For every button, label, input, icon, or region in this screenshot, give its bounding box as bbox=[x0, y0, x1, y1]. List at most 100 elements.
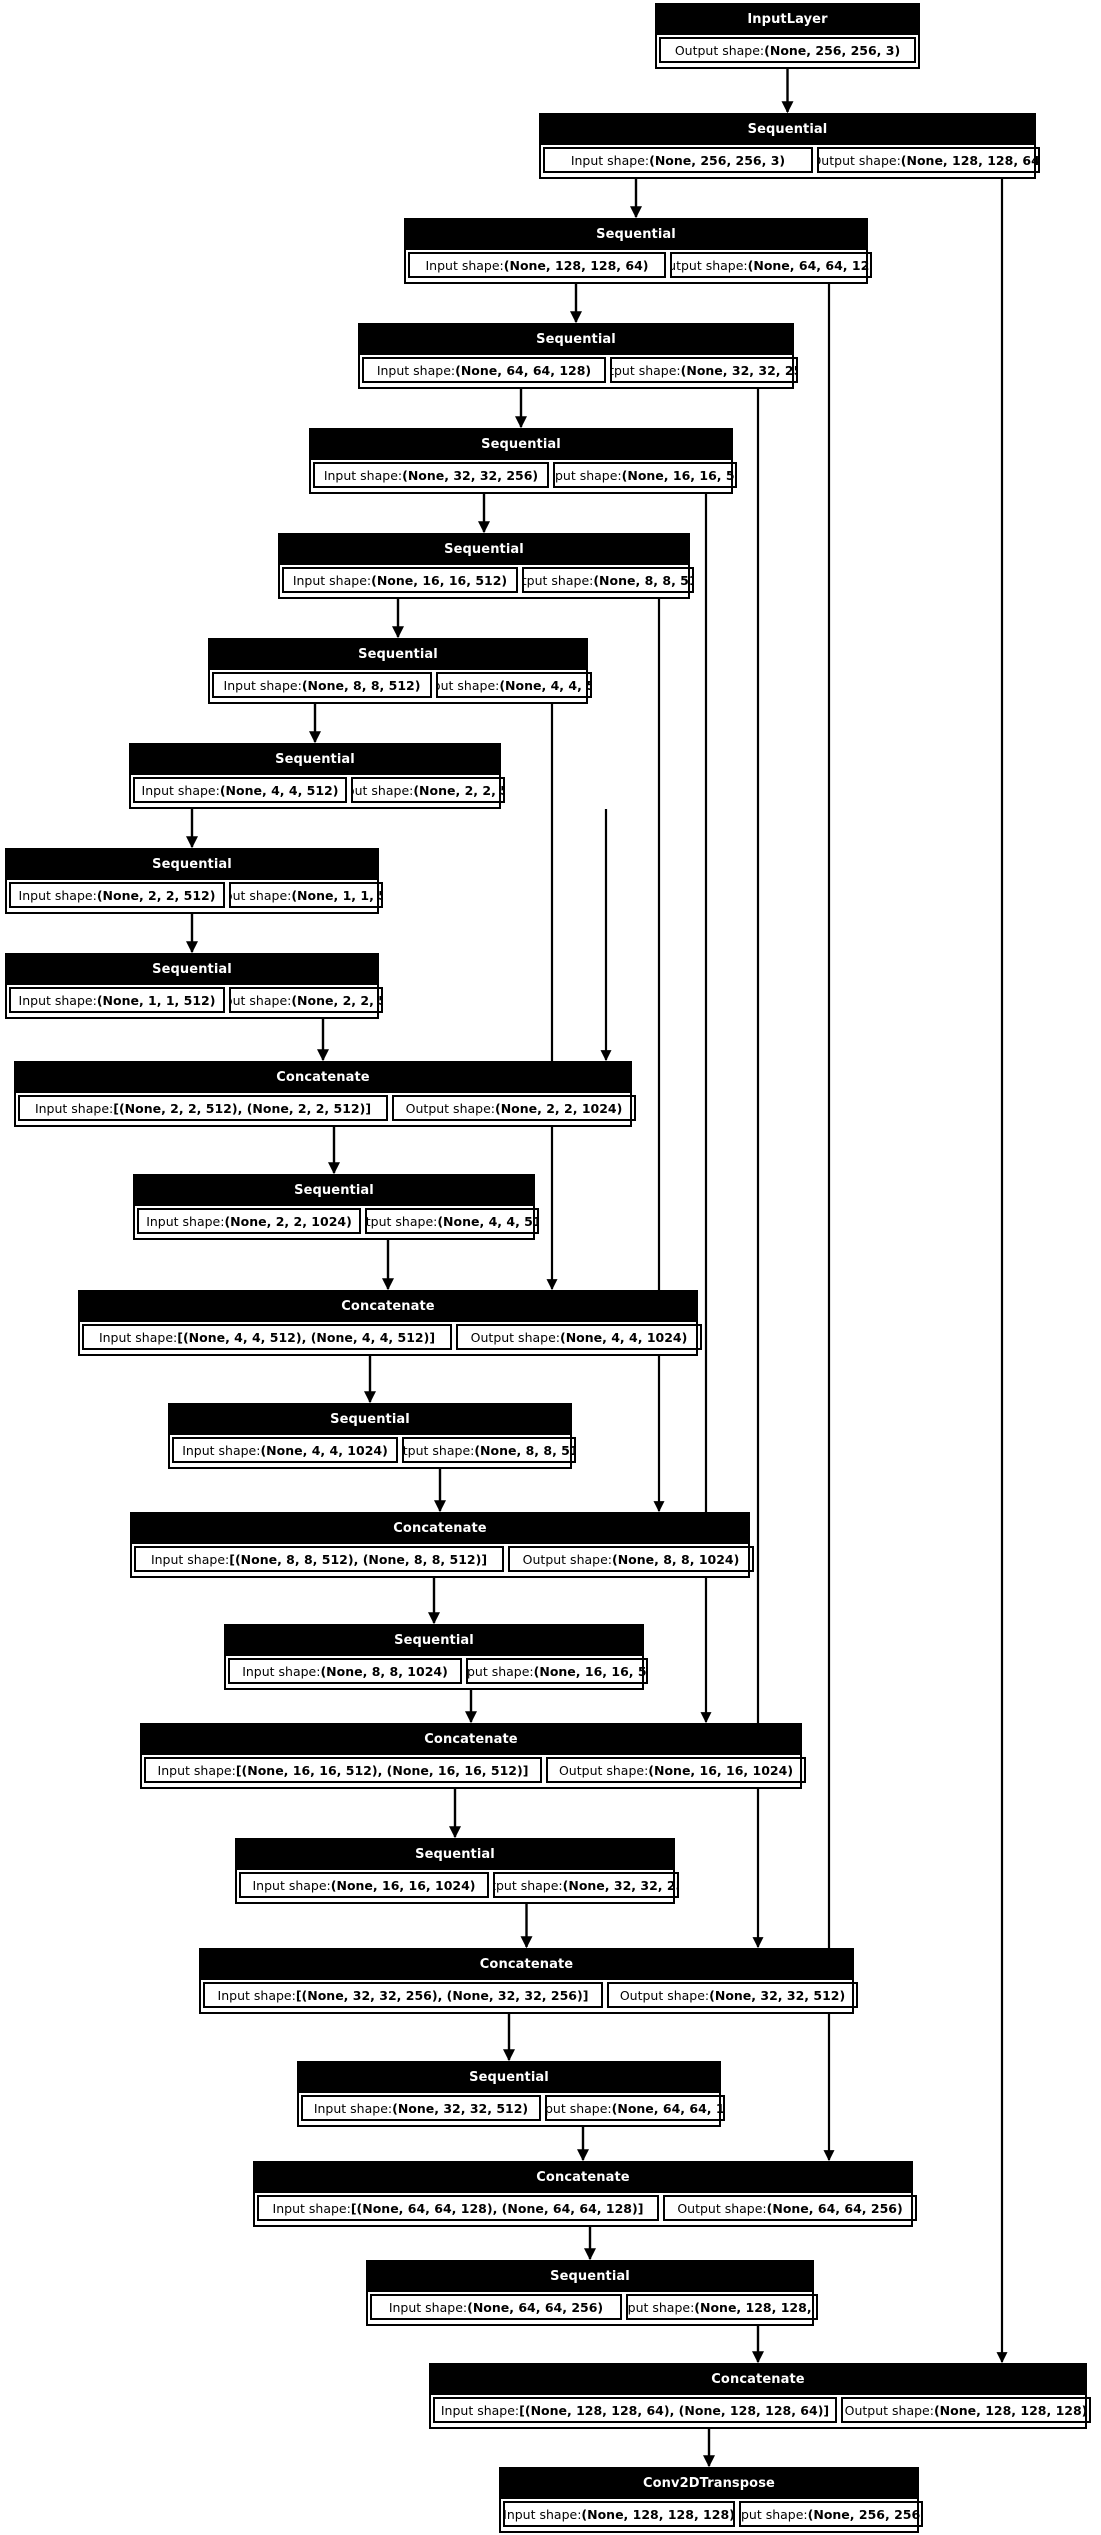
input-shape-cell: Input shape: (None, 2, 2, 512) bbox=[9, 882, 225, 908]
output-shape-cell: Output shape: (None, 32, 32, 256) bbox=[493, 1872, 679, 1898]
node-shape-row: Input shape: (None, 128, 128, 128)Output… bbox=[501, 2499, 923, 2529]
output-shape-cell: Output shape: (None, 64, 64, 128) bbox=[670, 252, 872, 278]
node-title: Sequential bbox=[226, 1626, 642, 1656]
node-shape-row: Output shape: (None, 256, 256, 3) bbox=[657, 35, 918, 65]
input-shape-cell: Input shape: (None, 8, 8, 1024) bbox=[228, 1658, 462, 1684]
output-shape-cell: Output shape: (None, 16, 16, 512) bbox=[466, 1658, 648, 1684]
node-title: Sequential bbox=[210, 640, 586, 670]
node-title: Sequential bbox=[368, 2262, 812, 2292]
node-title: Sequential bbox=[541, 115, 1034, 145]
output-shape-cell: Output shape: (None, 64, 64, 128) bbox=[545, 2095, 725, 2121]
output-shape-cell: Output shape: (None, 8, 8, 512) bbox=[522, 567, 694, 593]
output-shape-cell: Output shape: (None, 2, 2, 512) bbox=[229, 987, 383, 1013]
node-title: InputLayer bbox=[657, 5, 918, 35]
node-title: Concatenate bbox=[132, 1514, 748, 1544]
input-shape-cell: Input shape: (None, 32, 32, 512) bbox=[301, 2095, 541, 2121]
node-shape-row: Input shape: [(None, 128, 128, 64), (Non… bbox=[431, 2395, 1091, 2425]
input-shape-cell: Input shape: [(None, 4, 4, 512), (None, … bbox=[82, 1324, 452, 1350]
node-shape-row: Input shape: (None, 4, 4, 1024)Output sh… bbox=[170, 1435, 576, 1465]
node-shape-row: Input shape: (None, 16, 16, 1024)Output … bbox=[237, 1870, 679, 1900]
output-shape-cell: Output shape: (None, 256, 256, 3) bbox=[739, 2501, 923, 2527]
node-shape-row: Input shape: (None, 32, 32, 512)Output s… bbox=[299, 2093, 725, 2123]
node-title: Sequential bbox=[7, 850, 377, 880]
node-shape-row: Input shape: (None, 128, 128, 64)Output … bbox=[406, 250, 872, 280]
node-shape-row: Input shape: (None, 2, 2, 512)Output sha… bbox=[7, 880, 383, 910]
node-title: Concatenate bbox=[80, 1292, 696, 1322]
output-shape-cell: Output shape: (None, 4, 4, 512) bbox=[365, 1208, 539, 1234]
node-shape-row: Input shape: [(None, 64, 64, 128), (None… bbox=[255, 2193, 917, 2223]
output-shape-cell: Output shape: (None, 32, 32, 512) bbox=[607, 1982, 858, 2008]
node-title: Sequential bbox=[311, 430, 731, 460]
node-title: Sequential bbox=[135, 1176, 533, 1206]
output-shape-cell: Output shape: (None, 2, 2, 1024) bbox=[392, 1095, 636, 1121]
input-shape-cell: Input shape: [(None, 128, 128, 64), (Non… bbox=[433, 2397, 837, 2423]
node-shape-row: Input shape: [(None, 32, 32, 256), (None… bbox=[201, 1980, 858, 2010]
node-shape-row: Input shape: [(None, 8, 8, 512), (None, … bbox=[132, 1544, 754, 1574]
node-title: Concatenate bbox=[16, 1063, 630, 1093]
input-shape-cell: Input shape: (None, 64, 64, 256) bbox=[370, 2294, 622, 2320]
output-shape-cell: Output shape: (None, 8, 8, 512) bbox=[402, 1437, 576, 1463]
output-shape-cell: Output shape: (None, 128, 128, 64) bbox=[817, 147, 1040, 173]
edge-group bbox=[186, 69, 1008, 2468]
node-title: Concatenate bbox=[201, 1950, 852, 1980]
node-shape-row: Input shape: (None, 256, 256, 3)Output s… bbox=[541, 145, 1040, 175]
output-shape-cell: Output shape: (None, 16, 16, 512) bbox=[553, 462, 737, 488]
node-title: Concatenate bbox=[142, 1725, 800, 1755]
output-shape-cell: Output shape: (None, 8, 8, 1024) bbox=[508, 1546, 754, 1572]
input-shape-cell: Input shape: [(None, 32, 32, 256), (None… bbox=[203, 1982, 603, 2008]
output-shape-cell: Output shape: (None, 64, 64, 256) bbox=[663, 2195, 917, 2221]
node-shape-row: Input shape: [(None, 16, 16, 512), (None… bbox=[142, 1755, 806, 1785]
node-title: Sequential bbox=[170, 1405, 570, 1435]
node-title: Sequential bbox=[7, 955, 377, 985]
node-shape-row: Input shape: (None, 8, 8, 1024)Output sh… bbox=[226, 1656, 648, 1686]
node-shape-row: Input shape: (None, 8, 8, 512)Output sha… bbox=[210, 670, 592, 700]
input-shape-cell: Input shape: (None, 4, 4, 1024) bbox=[172, 1437, 398, 1463]
input-shape-cell: Input shape: (None, 8, 8, 512) bbox=[212, 672, 432, 698]
output-shape-cell: Output shape: (None, 4, 4, 1024) bbox=[456, 1324, 702, 1350]
output-shape-cell: Output shape: (None, 128, 128, 128) bbox=[841, 2397, 1091, 2423]
output-shape-cell: Output shape: (None, 256, 256, 3) bbox=[659, 37, 916, 63]
input-shape-cell: Input shape: (None, 256, 256, 3) bbox=[543, 147, 813, 173]
output-shape-cell: Output shape: (None, 128, 128, 64) bbox=[626, 2294, 818, 2320]
node-shape-row: Input shape: [(None, 2, 2, 512), (None, … bbox=[16, 1093, 636, 1123]
node-title: Sequential bbox=[360, 325, 792, 355]
input-shape-cell: Input shape: (None, 64, 64, 128) bbox=[362, 357, 606, 383]
node-title: Concatenate bbox=[431, 2365, 1085, 2395]
node-shape-row: Input shape: (None, 1, 1, 512)Output sha… bbox=[7, 985, 383, 1015]
input-shape-cell: Input shape: [(None, 64, 64, 128), (None… bbox=[257, 2195, 659, 2221]
node-shape-row: Input shape: [(None, 4, 4, 512), (None, … bbox=[80, 1322, 702, 1352]
node-title: Concatenate bbox=[255, 2163, 911, 2193]
input-shape-cell: Input shape: (None, 4, 4, 512) bbox=[133, 777, 347, 803]
node-shape-row: Input shape: (None, 4, 4, 512)Output sha… bbox=[131, 775, 505, 805]
node-title: Sequential bbox=[280, 535, 688, 565]
input-shape-cell: Input shape: (None, 2, 2, 1024) bbox=[137, 1208, 361, 1234]
node-title: Sequential bbox=[131, 745, 499, 775]
input-shape-cell: Input shape: (None, 16, 16, 1024) bbox=[239, 1872, 489, 1898]
